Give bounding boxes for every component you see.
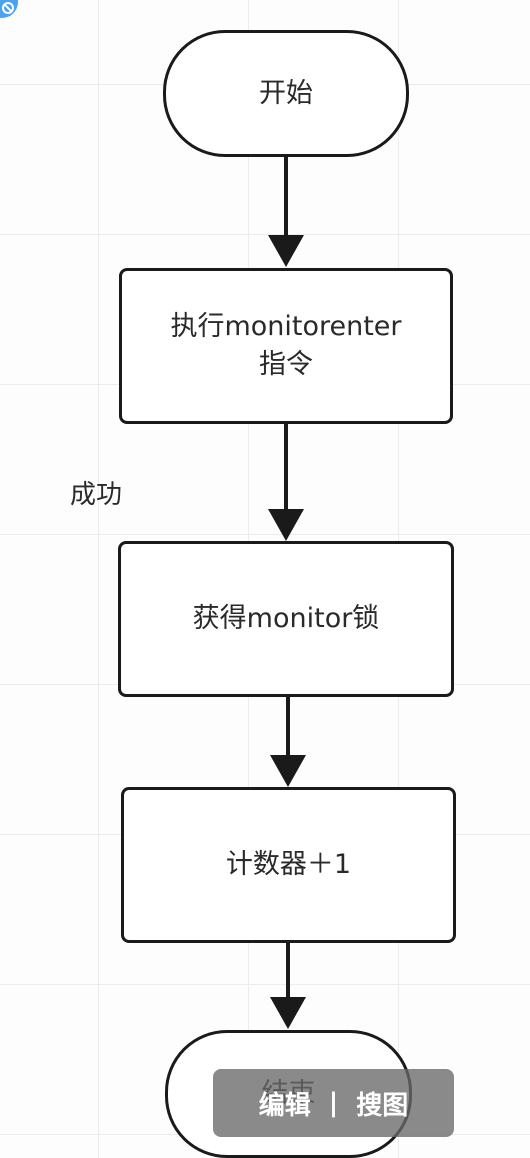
node-start-label: 开始	[259, 77, 313, 109]
node-counter-increment-label: 计数器＋1	[225, 849, 352, 880]
node-exec-monitorenter: 执行monitorenter 指令	[119, 268, 453, 424]
image-toolbar: 编辑 | 搜图	[213, 1069, 454, 1137]
edit-button[interactable]: 编辑	[258, 1090, 311, 1121]
node-acquire-monitor-lock: 获得monitor锁	[118, 541, 454, 697]
toolbar-separator: |	[328, 1088, 339, 1118]
node-counter-increment: 计数器＋1	[121, 787, 456, 943]
edge-label-success: 成功	[70, 480, 123, 510]
node-exec-monitorenter-label: 执行monitorenter 指令	[170, 311, 402, 380]
node-acquire-monitor-lock-label: 获得monitor锁	[192, 603, 380, 634]
node-start: 开始	[163, 30, 409, 157]
search-image-button[interactable]: 搜图	[356, 1090, 409, 1121]
